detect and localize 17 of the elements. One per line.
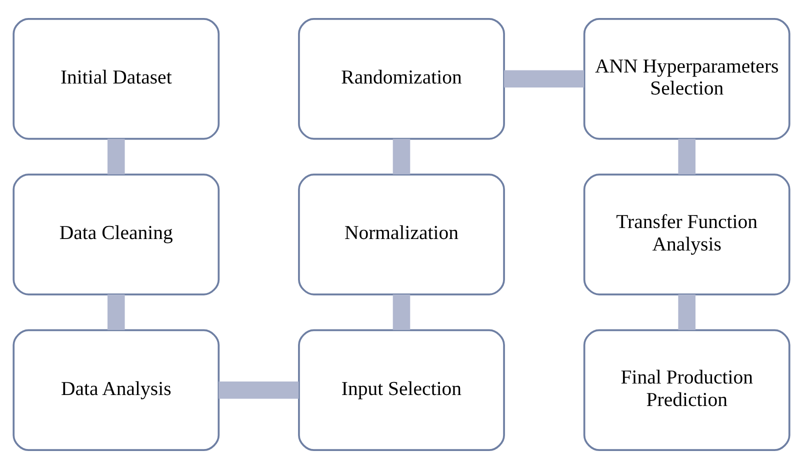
connector: [392, 138, 410, 174]
connector: [392, 294, 410, 330]
node-box: Transfer Function Analysis: [583, 174, 790, 296]
node-box: ANN Hyperparameters Selection: [583, 18, 790, 140]
connector: [108, 138, 125, 174]
node-box: Initial Dataset: [12, 18, 220, 140]
node-box: Data Cleaning: [12, 174, 220, 296]
connector: [678, 138, 696, 174]
node-box: Input Selection: [298, 329, 505, 451]
node-box: Normalization: [298, 174, 505, 296]
connector: [678, 294, 696, 330]
node-box: Randomization: [298, 18, 505, 140]
node-box: Final Production Prediction: [583, 329, 790, 451]
connector: [218, 382, 299, 399]
node-box: Data Analysis: [12, 329, 220, 451]
connector: [108, 294, 125, 330]
connector: [504, 70, 584, 88]
